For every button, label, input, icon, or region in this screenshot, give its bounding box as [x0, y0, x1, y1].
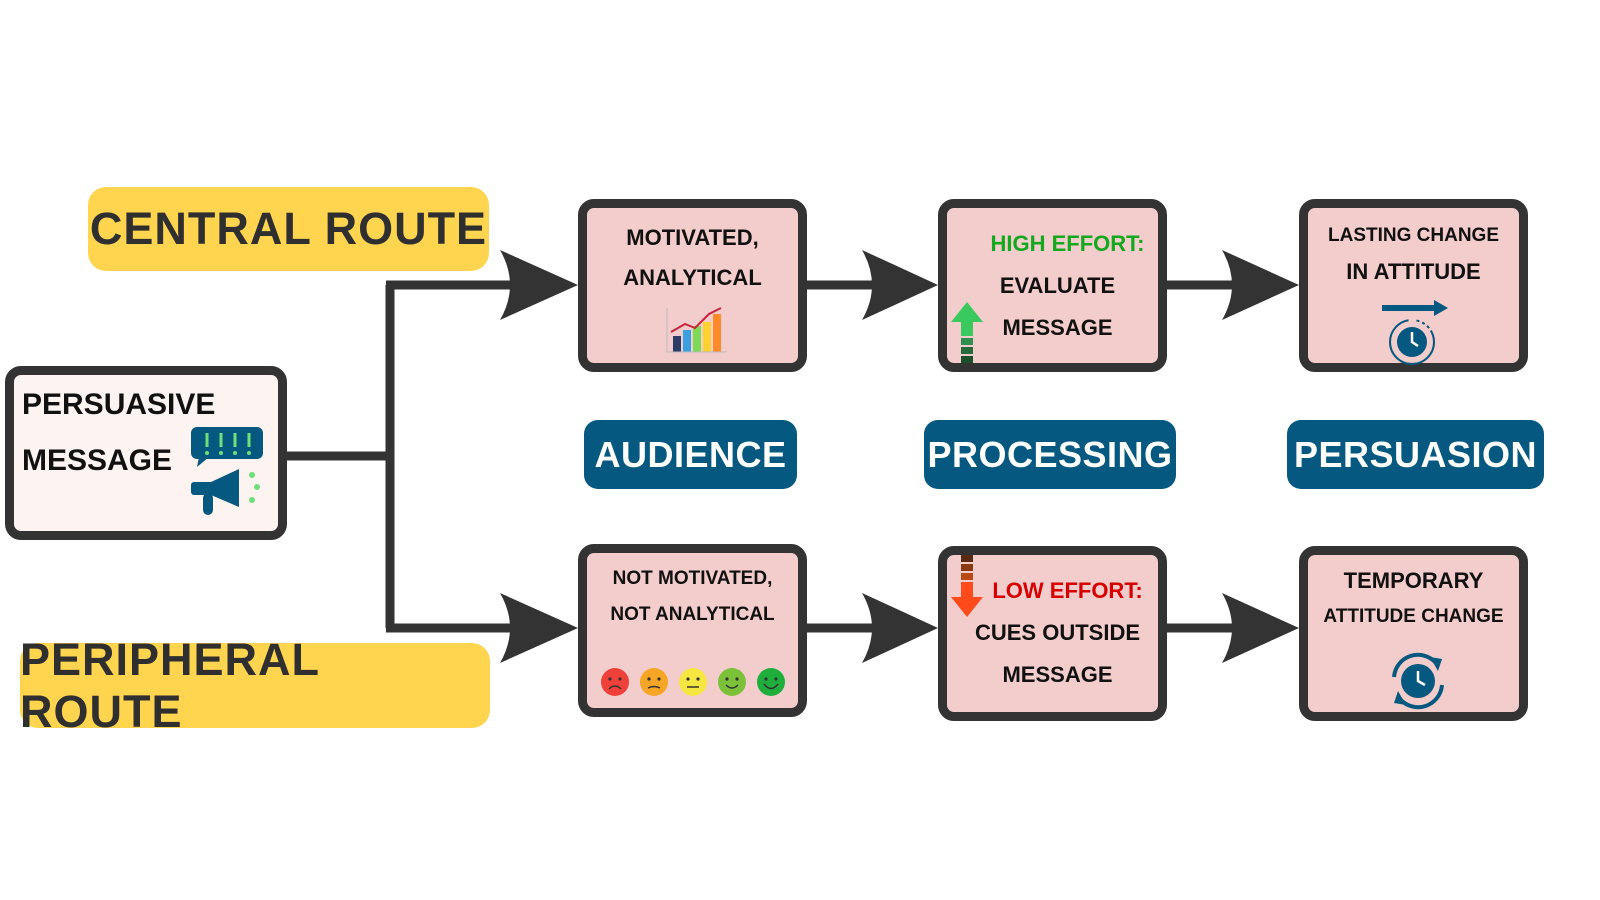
mood-faces-icon [601, 668, 785, 696]
peripheral-audience-line1: NOT MOTIVATED, [612, 568, 773, 589]
central-persuasion-box: LASTING CHANGE IN ATTITUDE [1299, 199, 1528, 372]
arrowhead-central-audience [500, 250, 578, 320]
clock-forward-icon [1382, 300, 1448, 365]
happy-face-icon [718, 668, 746, 696]
sad-face-icon [640, 668, 668, 696]
high-effort-label: HIGH EFFORT: [990, 231, 1145, 256]
up-arrow-icon [951, 302, 983, 363]
peripheral-route-label: PERIPHERAL ROUTE [20, 634, 490, 737]
rising-chart-icon [666, 307, 727, 353]
central-processing-box: HIGH EFFORT: EVALUATE MESSAGE [938, 199, 1167, 372]
clock-cycle-icon [1392, 652, 1444, 710]
source-connector [287, 280, 560, 633]
very-sad-face-icon [601, 668, 629, 696]
source-line1: PERSUASIVE [22, 388, 216, 421]
source-line2: MESSAGE [22, 444, 173, 477]
central-audience-line1: MOTIVATED, [626, 225, 759, 250]
arrowhead-peripheral-processing [862, 593, 938, 663]
megaphone-icon [191, 427, 263, 515]
central-processing-line2: MESSAGE [1002, 315, 1113, 340]
peripheral-persuasion-line2: ATTITUDE CHANGE [1323, 606, 1504, 627]
low-effort-label: LOW EFFORT: [992, 578, 1143, 603]
arrowhead-central-persuasion [1222, 250, 1299, 320]
stage-label-persuasion: PERSUASION [1287, 420, 1544, 489]
persuasive-message-box: PERSUASIVE MESSAGE [5, 366, 287, 540]
central-processing-line1: EVALUATE [999, 273, 1116, 298]
peripheral-audience-box: NOT MOTIVATED, NOT ANALYTICAL [578, 544, 807, 717]
arrowhead-central-processing [862, 250, 938, 320]
central-persuasion-line1: LASTING CHANGE [1328, 225, 1499, 246]
neutral-face-icon [679, 668, 707, 696]
peripheral-processing-box: LOW EFFORT: CUES OUTSIDE MESSAGE [938, 546, 1167, 721]
central-persuasion-line2: IN ATTITUDE [1346, 259, 1481, 284]
peripheral-persuasion-line1: TEMPORARY [1343, 568, 1484, 593]
central-audience-line2: ANALYTICAL [623, 265, 762, 290]
stage-label-processing: PROCESSING [924, 420, 1176, 489]
stage-label-audience: AUDIENCE [584, 420, 797, 489]
central-route-label: CENTRAL ROUTE [88, 187, 489, 271]
arrowhead-peripheral-persuasion [1222, 593, 1299, 663]
peripheral-processing-line2: MESSAGE [1002, 662, 1113, 687]
peripheral-processing-line1: CUES OUTSIDE [974, 620, 1141, 645]
arrowhead-peripheral-audience [500, 593, 578, 663]
very-happy-face-icon [757, 668, 785, 696]
central-audience-box: MOTIVATED, ANALYTICAL [578, 199, 807, 372]
peripheral-audience-line2: NOT ANALYTICAL [610, 604, 775, 625]
peripheral-persuasion-box: TEMPORARY ATTITUDE CHANGE [1299, 546, 1528, 721]
down-arrow-icon [951, 555, 983, 617]
